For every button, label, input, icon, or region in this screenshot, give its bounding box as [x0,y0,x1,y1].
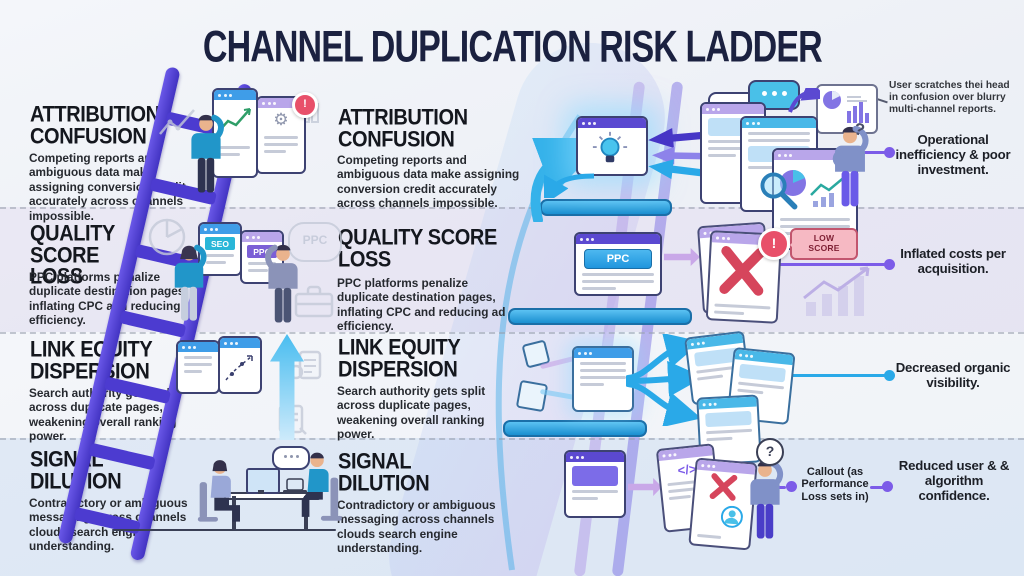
connector-dot [884,259,895,270]
person-confused-icon [750,460,784,539]
ladder-rung-icon [508,308,692,325]
cost-chart-icon [803,266,870,316]
scatter-window-icon [218,336,262,394]
chat-bubble-icon [272,446,310,470]
connector-dot [882,481,893,492]
outcome-quality: Inflated costs per acquisition. [900,246,1006,277]
mid-heading-signal: SIGNAL DILUTION [338,449,430,496]
connector-line [864,151,886,154]
warning-icon: ! [292,92,318,118]
user-avatar-icon [720,505,743,528]
dashboard-board-icon [816,84,878,134]
connector-dot [884,147,895,158]
mid-body-signal: Contradictory or ambiguous messaging acr… [337,498,496,556]
gear-icon: ⚙ [273,110,289,129]
person-climbing-icon [265,244,298,323]
lightbulb-icon [592,131,628,163]
outcome-link: Decreased organic visibility. [895,360,1011,391]
mid-body-attribution: Competing reports and ambiguous data mak… [337,153,520,211]
line-chart-icon [159,109,195,135]
question-bubble-icon: ? [756,438,784,466]
source-window-icon [572,346,634,412]
row-band-signal [0,438,1024,576]
connector-line [768,374,886,377]
ppc-browser-icon: PPC [574,232,662,296]
curved-up-arrow-icon [528,138,588,222]
mid-heading-quality: QUALITY SCORE LOSS [338,225,497,272]
connector-dot [884,370,895,381]
chat-bubble-icon [748,80,800,110]
curved-arrow-icon [544,173,595,198]
connector-dot [786,481,797,492]
warning-icon: ! [758,228,790,260]
connector-line [776,263,886,266]
mid-body-quality: PPC platforms penalize duplicate destina… [337,276,506,334]
curl-arrow-icon [788,88,820,113]
person-sitting-icon [197,460,240,522]
person-climbing-icon [174,244,207,321]
outcome-signal: Reduced user & & algorithm confidence. [898,458,1010,504]
page-title-text: CHANNEL DUPLICATION RISK LADDER [202,22,823,72]
page-title: CHANNEL DUPLICATION RISK LADDER [0,22,1024,71]
magnifier-icon [760,172,798,210]
briefcase-icon [294,285,334,318]
person-climbing-icon [191,114,224,193]
laptop-icon [283,478,307,493]
left-heading-link: LINK EQUITY DISPERSION [30,337,152,384]
connector-line [870,486,884,489]
left-heading-attribution: ATTRIBUTION CONFUSION [30,102,160,149]
pie-chart-icon [148,218,186,256]
ladder-rung-icon [540,199,672,216]
low-score-badge: LOW SCORE [790,228,858,260]
seo-badge: SEO [205,237,235,250]
top-annotation: User scratches thei head in confusion ov… [889,80,1010,116]
ladder-rung-icon [503,420,647,437]
outcome-attribution: Operational inefficiency & poor investme… [895,132,1011,178]
row-separator [0,207,1024,209]
mid-heading-link: LINK EQUITY DISPERSION [338,335,460,382]
settings-doc-icon: ⚙ [256,96,306,174]
person-sitting-icon [301,452,342,521]
rejected-page-icon [688,457,758,551]
left-heading-quality: QUALITY SCORE LOSS [30,221,115,290]
mid-heading-attribution: ATTRIBUTION CONFUSION [338,105,468,152]
row-separator [0,438,1024,440]
ppc-center-label: PPC [584,249,652,269]
penalized-page-icon [705,230,783,324]
red-x-icon [719,246,766,296]
ppc-bubble-icon: PPC [288,222,342,262]
dispersion-arrows-icon [626,334,698,426]
row-separator [0,332,1024,334]
mid-body-link: Search authority gets split across dupli… [337,384,486,442]
idea-browser-icon [576,116,648,176]
monitor-icon [246,468,280,494]
red-x-icon [709,473,738,501]
callout-performance-loss: Callout (as Performance Loss sets in) [801,466,869,503]
fragment-icon [515,379,549,413]
signal-browser-icon [564,450,626,518]
ground-line [112,529,336,531]
page-window-icon [176,340,220,394]
person-confused-icon [832,126,869,207]
chart-window-icon [212,88,258,178]
